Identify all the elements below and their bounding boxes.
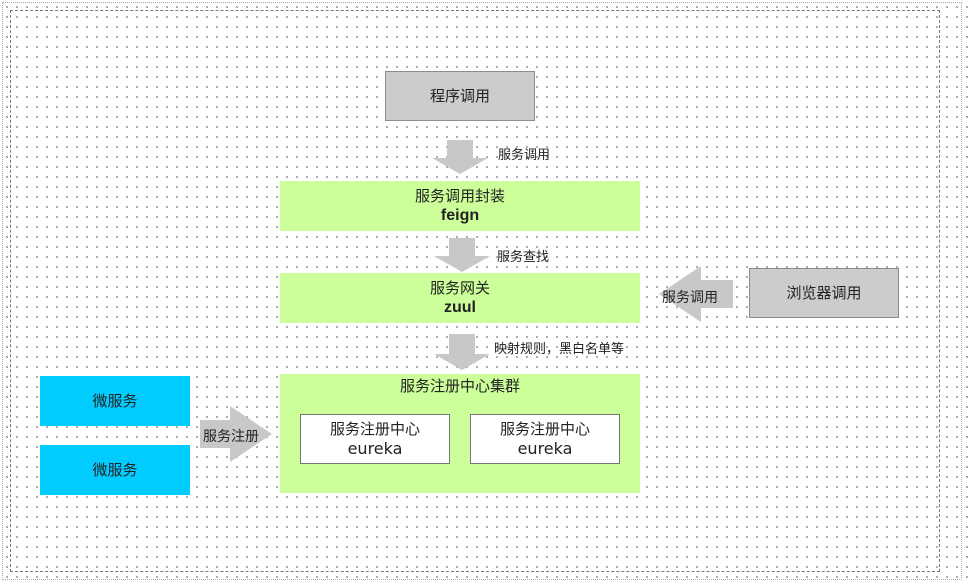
- microservice-box[interactable]: 微服务: [40, 445, 190, 495]
- zuul-subtitle: zuul: [444, 299, 476, 316]
- service-register-arrow-label: 服务注册: [203, 429, 259, 445]
- microservice-label: 微服务: [92, 461, 138, 479]
- microservice-box[interactable]: 微服务: [40, 376, 190, 426]
- service-lookup-arrow-label: 服务查找: [497, 250, 550, 265]
- eureka-node[interactable]: 服务注册中心 eureka: [300, 414, 450, 464]
- feign-subtitle: feign: [440, 207, 480, 224]
- service-call-arrow-label: 服务调用: [498, 148, 551, 163]
- eureka-node-title: 服务注册中心: [329, 420, 420, 438]
- eureka-node[interactable]: 服务注册中心 eureka: [470, 414, 620, 464]
- service-lookup-arrow: [434, 238, 490, 272]
- program-call-box[interactable]: 程序调用: [385, 71, 535, 121]
- mapping-rules-arrow: [434, 334, 490, 370]
- program-call-label: 程序调用: [429, 87, 490, 105]
- zuul-title: 服务网关: [429, 279, 490, 297]
- service-call-arrow: [432, 140, 488, 174]
- feign-title: 服务调用封装: [414, 187, 505, 205]
- browser-call-label: 浏览器调用: [786, 284, 862, 302]
- eureka-node-subtitle: eureka: [517, 439, 573, 458]
- mapping-rules-arrow-label: 映射规则，黑白名单等: [494, 342, 625, 357]
- browser-service-call-arrow-label: 服务调用: [662, 290, 718, 306]
- eureka-cluster-title: 服务注册中心集群: [399, 377, 520, 395]
- zuul-gateway-box[interactable]: 服务网关 zuul: [280, 273, 640, 323]
- eureka-node-title: 服务注册中心: [499, 420, 590, 438]
- canvas-border: [10, 10, 940, 572]
- service-register-arrow: [200, 406, 272, 462]
- browser-call-box[interactable]: 浏览器调用: [749, 268, 899, 318]
- microservice-label: 微服务: [92, 392, 138, 410]
- browser-service-call-arrow: [659, 266, 733, 322]
- feign-box[interactable]: 服务调用封装 feign: [280, 181, 640, 231]
- eureka-node-subtitle: eureka: [347, 439, 403, 458]
